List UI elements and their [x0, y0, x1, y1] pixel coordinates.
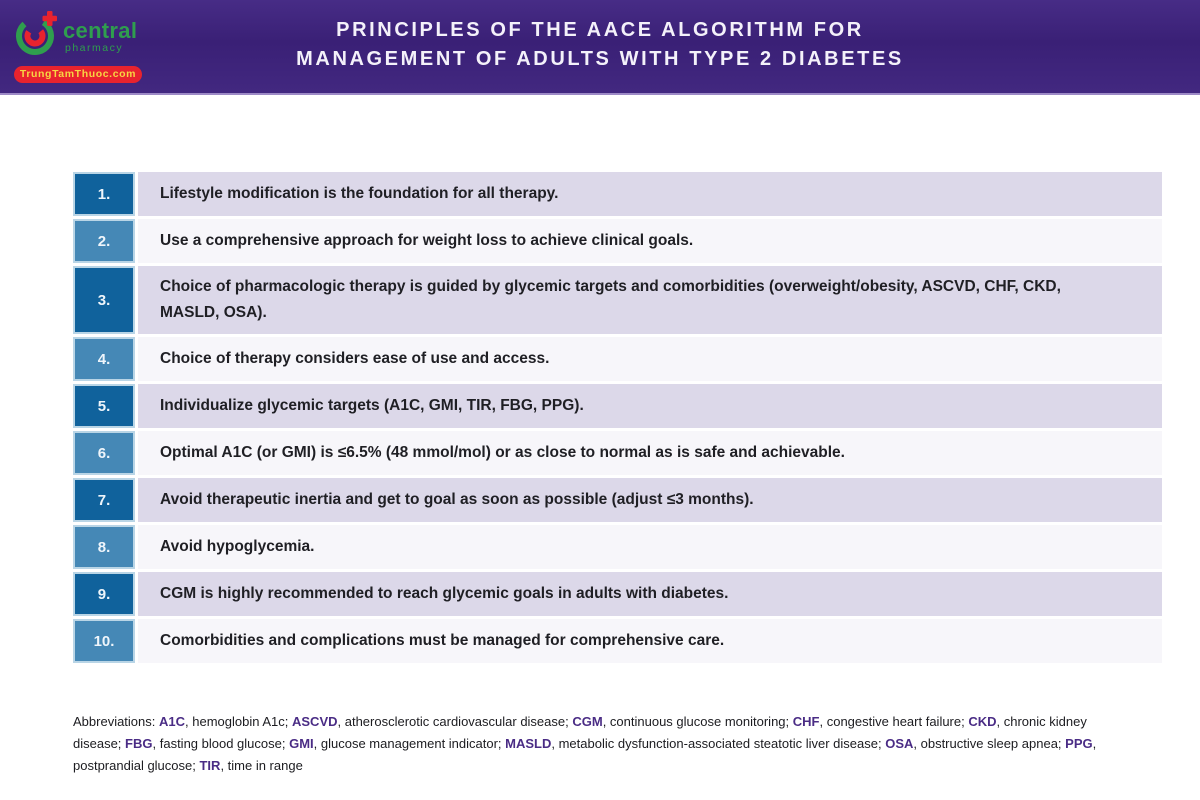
logo-brand-subname: pharmacy — [65, 41, 124, 54]
abbreviation-term: MASLD — [505, 736, 552, 751]
abbreviation-term: OSA — [885, 736, 914, 751]
principle-number: 3. — [73, 266, 135, 334]
abbreviation-term: A1C — [159, 714, 186, 729]
abbreviation-term: TIR — [199, 758, 221, 773]
abbreviation-definition: , hemoglobin A1c; — [185, 714, 292, 729]
central-pharmacy-logo: central pharmacy TrungTamThuoc.com — [14, 11, 146, 83]
principle-row: 5.Individualize glycemic targets (A1C, G… — [73, 384, 1162, 428]
principle-row: 1.Lifestyle modification is the foundati… — [73, 172, 1162, 216]
abbreviation-definition: , obstructive sleep apnea; — [913, 736, 1066, 751]
principle-number: 10. — [73, 619, 135, 663]
principle-text: Avoid hypoglycemia. — [138, 525, 1162, 569]
page-title-line1: PRINCIPLES OF THE AACE ALGORITHM FOR — [336, 19, 864, 41]
principle-text: Use a comprehensive approach for weight … — [138, 219, 1162, 263]
principle-number: 8. — [73, 525, 135, 569]
central-pharmacy-logo-icon — [14, 11, 58, 62]
abbreviation-term: PPG — [1065, 736, 1093, 751]
principle-row: 7.Avoid therapeutic inertia and get to g… — [73, 478, 1162, 522]
abbreviation-term: GMI — [289, 736, 314, 751]
principle-row: 2.Use a comprehensive approach for weigh… — [73, 219, 1162, 263]
principle-row: 9.CGM is highly recommended to reach gly… — [73, 572, 1162, 616]
principle-text: Optimal A1C (or GMI) is ≤6.5% (48 mmol/m… — [138, 431, 1162, 475]
principle-number: 4. — [73, 337, 135, 381]
abbreviation-definition: , glucose management indicator; — [313, 736, 506, 751]
principle-row: 10.Comorbidities and complications must … — [73, 619, 1162, 663]
principle-row: 6.Optimal A1C (or GMI) is ≤6.5% (48 mmol… — [73, 431, 1162, 475]
abbreviations-label: Abbreviations: — [73, 714, 156, 729]
principle-text: Choice of therapy considers ease of use … — [138, 337, 1162, 381]
principle-text: Comorbidities and complications must be … — [138, 619, 1162, 663]
abbreviation-definition: , chronic kidney disease; — [73, 714, 1087, 751]
abbreviation-term: CGM — [572, 714, 603, 729]
principle-number: 5. — [73, 384, 135, 428]
logo-website-badge: TrungTamThuoc.com — [14, 66, 142, 83]
principle-row: 3.Choice of pharmacologic therapy is gui… — [73, 266, 1162, 334]
page-title-line2: MANAGEMENT OF ADULTS WITH TYPE 2 DIABETE… — [296, 48, 904, 70]
principle-number: 6. — [73, 431, 135, 475]
principle-text: Choice of pharmacologic therapy is guide… — [138, 266, 1162, 334]
abbreviation-definition: , time in range — [220, 758, 303, 773]
abbreviation-definition: , atherosclerotic cardiovascular disease… — [337, 714, 573, 729]
abbreviations-note: Abbreviations: A1C, hemoglobin A1c; ASCV… — [73, 711, 1136, 777]
abbreviation-term: CHF — [792, 714, 820, 729]
page-title: PRINCIPLES OF THE AACE ALGORITHM FOR MAN… — [0, 16, 1200, 74]
principle-text: CGM is highly recommended to reach glyce… — [138, 572, 1162, 616]
abbreviation-term: CKD — [968, 714, 997, 729]
principle-text: Avoid therapeutic inertia and get to goa… — [138, 478, 1162, 522]
logo-brand-name: central — [63, 17, 138, 43]
principle-text: Lifestyle modification is the foundation… — [138, 172, 1162, 216]
abbreviation-term: FBG — [125, 736, 153, 751]
principle-row: 4.Choice of therapy considers ease of us… — [73, 337, 1162, 381]
principle-number: 7. — [73, 478, 135, 522]
abbreviation-definition: , postprandial glucose; — [73, 736, 1097, 773]
principle-row: 8.Avoid hypoglycemia. — [73, 525, 1162, 569]
abbreviation-definition: , continuous glucose monitoring; — [602, 714, 793, 729]
principle-text: Individualize glycemic targets (A1C, GMI… — [138, 384, 1162, 428]
abbreviation-term: ASCVD — [292, 714, 338, 729]
principles-table: 1.Lifestyle modification is the foundati… — [73, 172, 1162, 666]
principle-number: 1. — [73, 172, 135, 216]
header-banner: central pharmacy TrungTamThuoc.com PRINC… — [0, 0, 1200, 95]
abbreviation-definition: , fasting blood glucose; — [152, 736, 290, 751]
principle-number: 9. — [73, 572, 135, 616]
abbreviation-definition: , metabolic dysfunction-associated steat… — [551, 736, 886, 751]
abbreviation-definition: , congestive heart failure; — [819, 714, 969, 729]
principle-number: 2. — [73, 219, 135, 263]
